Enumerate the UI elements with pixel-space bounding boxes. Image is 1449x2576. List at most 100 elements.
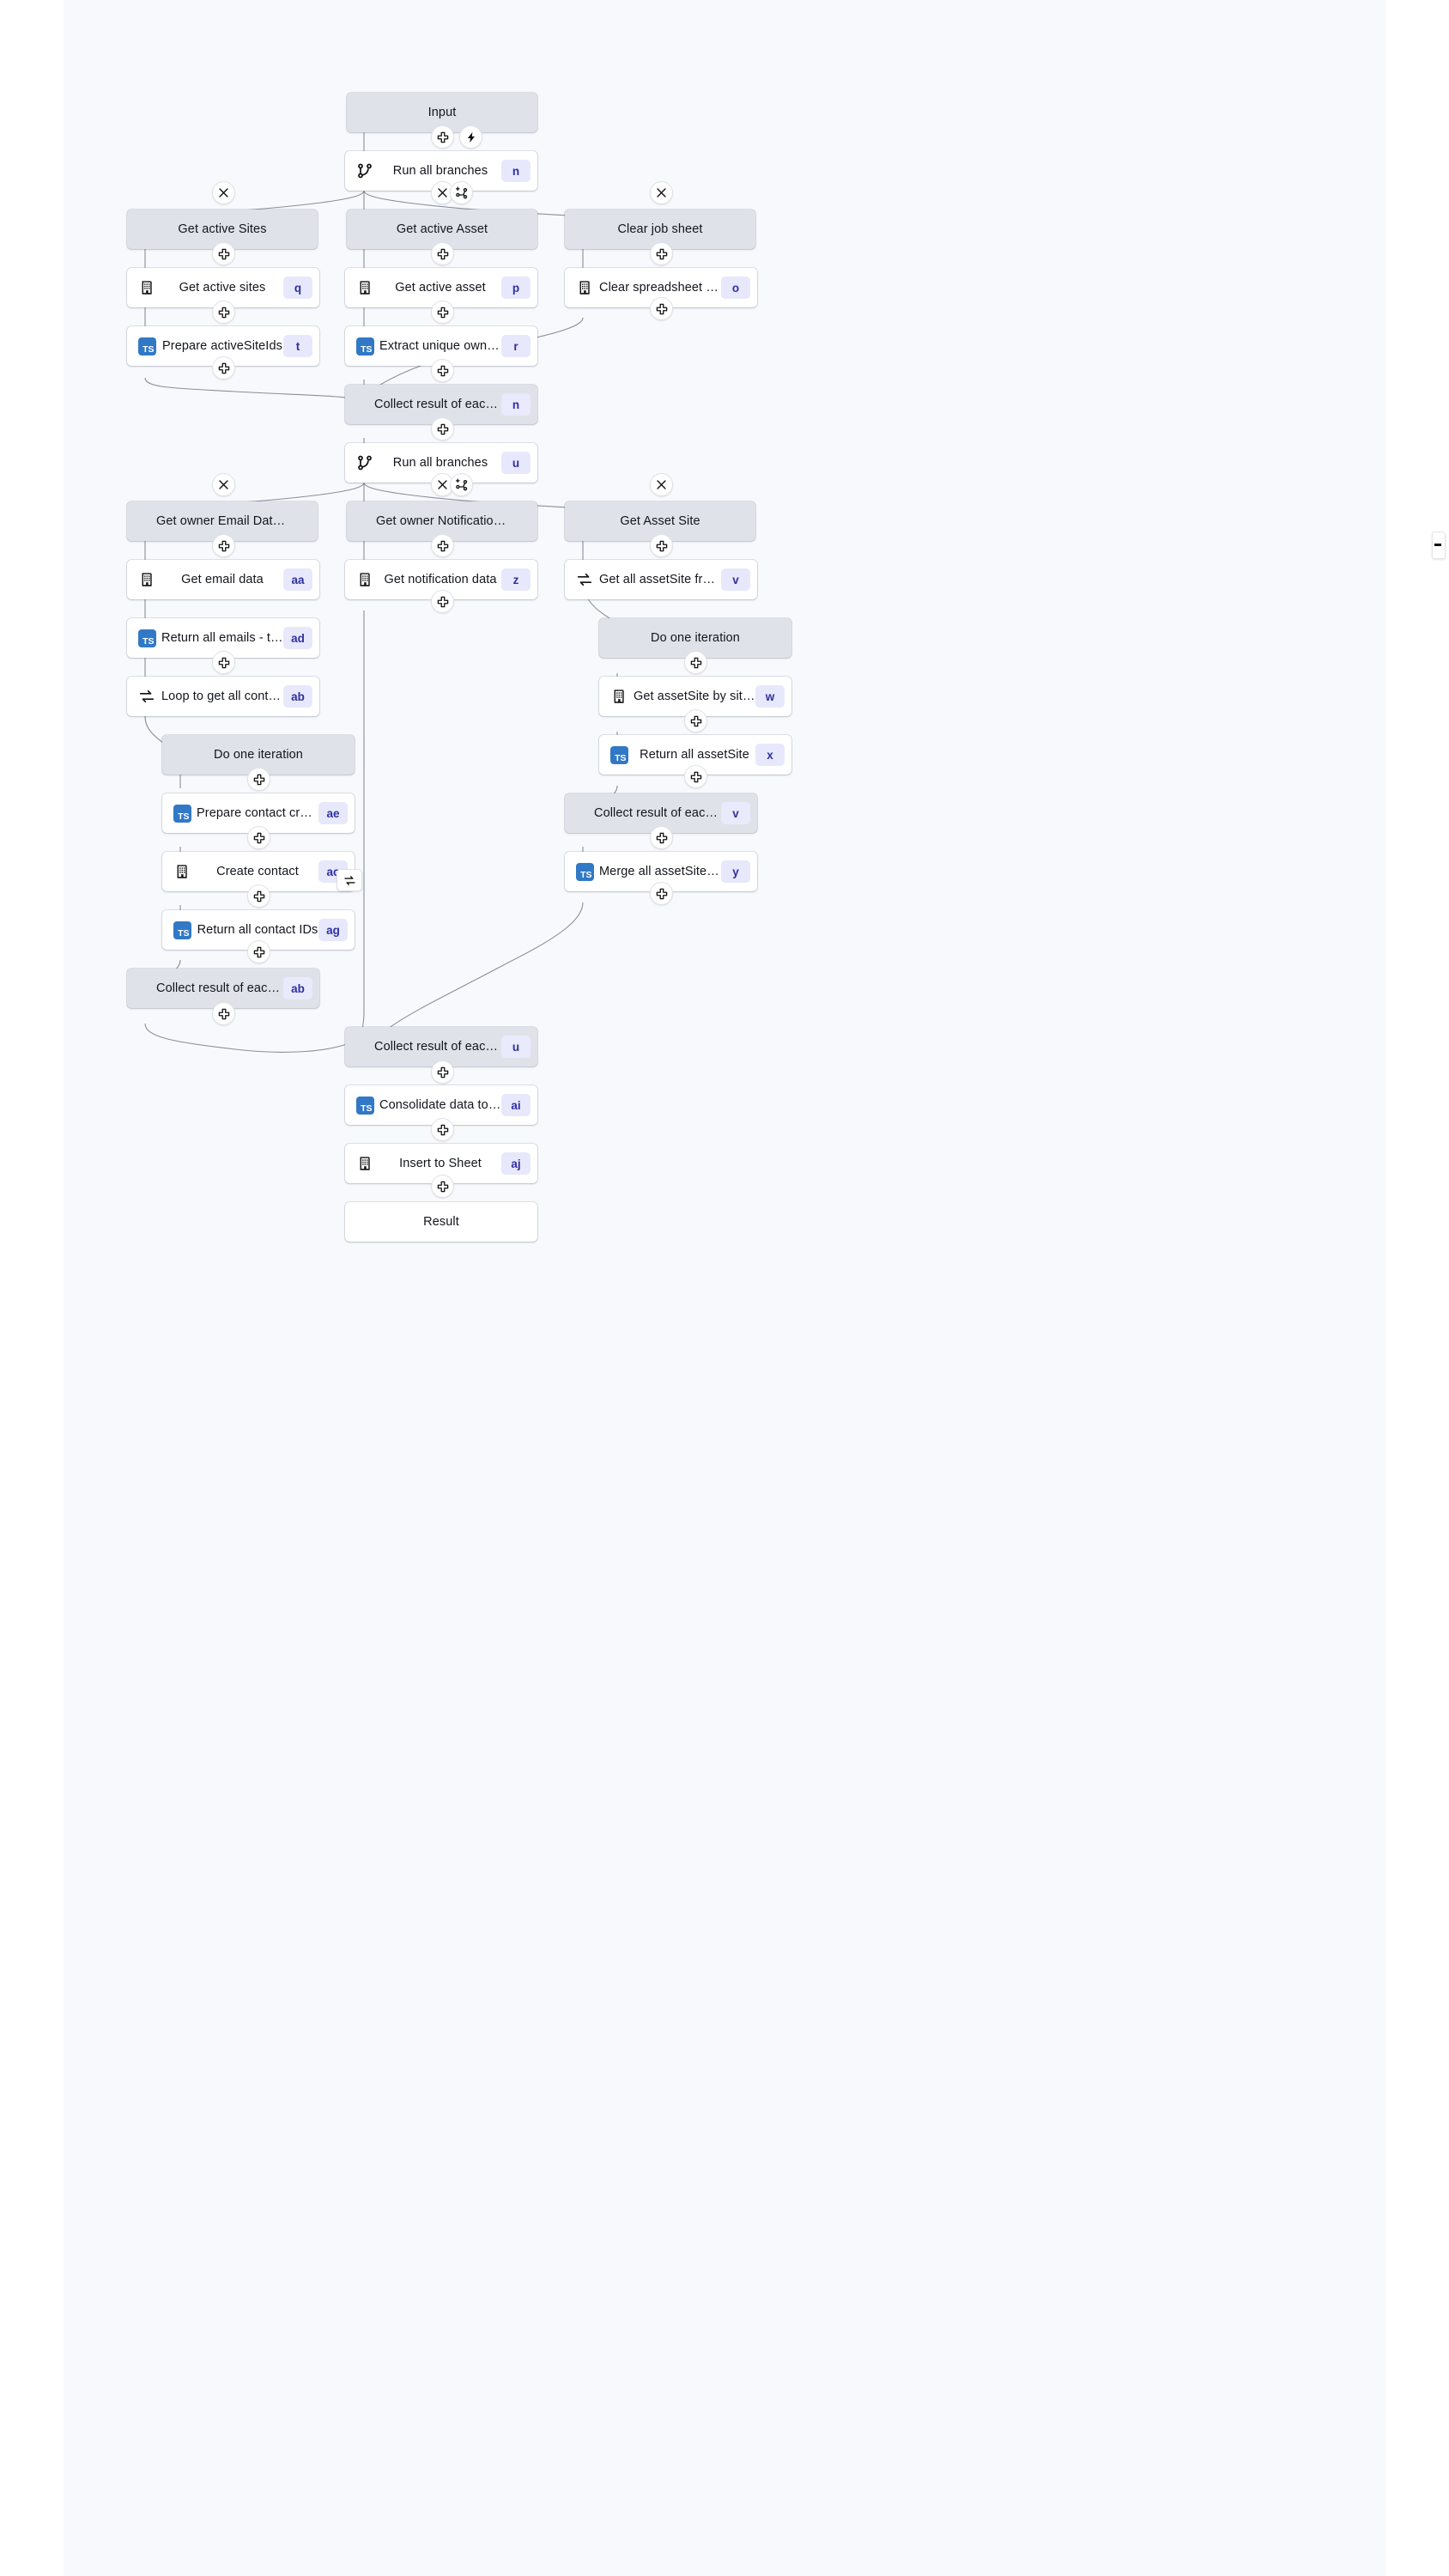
handle-close-h-branch-job-close[interactable] (650, 181, 673, 204)
handle-plus-h-return-asite-plus[interactable] (684, 765, 707, 788)
handle-plus-h-notif2-plus[interactable] (431, 590, 454, 613)
loop-toggle-loop-badge-create-contact[interactable] (336, 869, 362, 891)
handle-plus-h-assetsite-plus[interactable] (684, 709, 707, 732)
node-badge[interactable]: v (721, 802, 750, 824)
spreadsheet-icon (350, 268, 379, 307)
typescript-icon: TS (132, 618, 161, 658)
node-badge[interactable]: p (501, 276, 530, 299)
connector-edges (144, 112, 618, 1053)
handle-plus-h-prepare-contact-plus[interactable] (247, 826, 270, 849)
node-badge[interactable]: w (755, 685, 785, 708)
node-badge[interactable]: ad (283, 627, 312, 649)
node-label: Consolidate data to append (379, 1098, 501, 1112)
node-label: Run all branches (392, 456, 488, 470)
handle-add-branch-h-run2-addbranch[interactable] (450, 473, 473, 496)
node-badge[interactable]: u (501, 1036, 530, 1058)
handle-plus-h-email2-plus[interactable] (212, 651, 235, 674)
typescript-icon: TS (604, 735, 634, 775)
node-label: Collect result of each iteration (156, 981, 283, 995)
node-label: Get active Sites (178, 222, 267, 236)
node-badge[interactable]: u (501, 452, 530, 474)
spreadsheet-icon (132, 268, 161, 307)
node-badge[interactable]: ab (283, 685, 312, 708)
handle-plus-h-collect-b2-plus[interactable] (431, 1060, 454, 1084)
branch-icon (350, 151, 379, 191)
handle-plus-h-sites-plus[interactable] (212, 242, 235, 265)
handle-plus-h-insert-plus[interactable] (431, 1175, 454, 1198)
handle-plus-h-doiter-r-plus[interactable] (684, 651, 707, 674)
node-label: Get all assetSite from active sites only (599, 573, 721, 586)
handle-plus-h-asite-plus[interactable] (650, 534, 673, 557)
typescript-icon: TS (350, 326, 379, 366)
handle-plus-h-consolidate-plus[interactable] (431, 1118, 454, 1141)
node-badge[interactable]: v (721, 568, 750, 591)
node-badge[interactable]: ab (283, 977, 312, 999)
handle-plus-h-prepare-plus[interactable] (212, 356, 235, 380)
node-badge[interactable]: x (755, 744, 785, 766)
node-label: Merge all assetSites into 1 array (599, 865, 721, 878)
spreadsheet-icon (604, 677, 634, 716)
node-label: Do one iteration (651, 631, 740, 645)
workflow-node-loop-contact-id[interactable]: Loop to get all contact IDab (127, 677, 319, 716)
node-badge[interactable]: y (721, 860, 750, 883)
handle-close-h-branch-email-close[interactable] (212, 473, 235, 496)
handle-plus-h-return-cid-plus[interactable] (247, 940, 270, 963)
handle-plus-h-doiter-l-plus[interactable] (247, 768, 270, 791)
handle-plus-h-input-run1[interactable] (431, 125, 454, 149)
node-badge[interactable]: aj (501, 1152, 530, 1175)
node-badge[interactable]: n (501, 393, 530, 416)
node-label: Get active sites (179, 281, 266, 295)
node-label: Insert to Sheet (399, 1157, 482, 1170)
workflow-node-collect-branch-2[interactable]: Collect result of each branchu (345, 1027, 537, 1066)
loop-icon (570, 560, 599, 599)
handle-plus-h-merge-plus[interactable] (650, 882, 673, 905)
handle-plus-h-email-plus[interactable] (212, 534, 235, 557)
canvas-edge-stub[interactable] (1432, 532, 1446, 559)
node-badge[interactable]: aa (283, 568, 312, 591)
handle-plus-h-asset2-plus[interactable] (431, 301, 454, 324)
node-badge[interactable]: ai (501, 1094, 530, 1116)
node-badge[interactable]: t (283, 335, 312, 357)
typescript-icon: TS (570, 852, 599, 891)
node-label: Prepare activeSiteIds (162, 339, 282, 353)
node-badge[interactable]: ae (318, 802, 348, 824)
node-label: Get owner Notification data (376, 514, 508, 528)
branch-icon (350, 443, 379, 483)
node-badge[interactable]: ag (318, 919, 348, 941)
handle-plus-h-create-contact-plus[interactable] (247, 884, 270, 908)
handle-plus-h-collect-iter-r-plus[interactable] (650, 826, 673, 849)
node-label: Collect result of each iteration (594, 806, 721, 820)
handle-plus-h-collect-iter-l-plus[interactable] (212, 1002, 235, 1025)
handle-plus-h-collect1-plus[interactable] (431, 417, 454, 440)
node-badge[interactable]: q (283, 276, 312, 299)
node-label: Result (423, 1215, 459, 1229)
workflow-node-result[interactable]: Result (345, 1202, 537, 1242)
node-badge[interactable]: o (721, 276, 750, 299)
workflow-node-run-branches-1[interactable]: Run all branches n (345, 151, 537, 191)
handle-bolt-h-trigger[interactable] (459, 125, 482, 149)
handle-add-branch-h-run1-addbranch[interactable] (450, 181, 473, 204)
node-badge[interactable]: z (501, 568, 530, 591)
node-label: Get active Asset (396, 222, 488, 236)
handle-close-h-branch-asite-close[interactable] (650, 473, 673, 496)
node-label: Return all emails - to delete if unused (161, 631, 283, 645)
spreadsheet-icon (350, 1144, 379, 1183)
handle-plus-h-asset-plus[interactable] (431, 242, 454, 265)
node-label: Return all contact IDs (197, 923, 318, 937)
handle-plus-h-sites2-plus[interactable] (212, 301, 235, 324)
node-label: Run all branches (392, 164, 488, 178)
handle-plus-h-job-plus[interactable] (650, 242, 673, 265)
node-label: Loop to get all contact ID (161, 690, 283, 703)
workflow-node-collect-iter-l[interactable]: Collect result of each iterationab (127, 969, 319, 1008)
node-badge[interactable]: n (501, 160, 530, 182)
workflow-node-get-all-assetsite[interactable]: Get all assetSite from active sites only… (565, 560, 757, 599)
handle-plus-h-notif-plus[interactable] (431, 534, 454, 557)
node-label: Clear spreadsheet sheet 1 (599, 281, 721, 295)
node-badge[interactable]: r (501, 335, 530, 357)
handle-plus-h-job2-plus[interactable] (650, 297, 673, 320)
handle-plus-h-extract-plus[interactable] (431, 359, 454, 382)
handle-close-h-branch-sites-close[interactable] (212, 181, 235, 204)
